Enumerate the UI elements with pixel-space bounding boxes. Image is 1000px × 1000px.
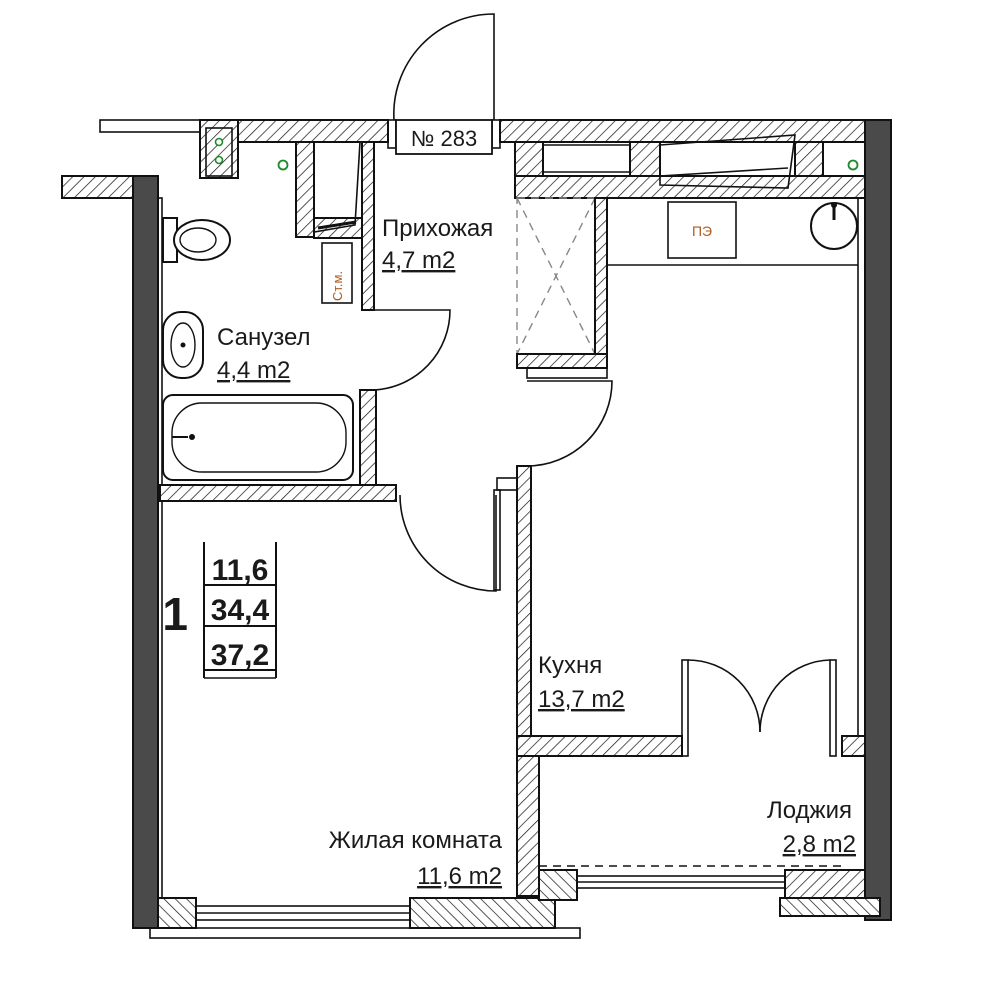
wall-bathroom-side [359,389,377,486]
loggia-area: 2,8 m2 [783,831,856,858]
living-area-value: 11,6 [212,554,269,587]
shaft-right [822,141,866,177]
parapet-top-left [99,119,201,133]
wall-loggia-top-right [841,735,866,757]
wall-hall-kitchen [594,197,608,367]
wall-left-inner-line [157,197,163,899]
wall-bottom-left [157,897,197,929]
electric-stove [667,201,737,259]
wall-right-inner-line [857,175,866,737]
area-summary: 11,6 34,4 37,2 [203,542,277,679]
toilet-icon [162,217,231,263]
loggia-door-swing-right [759,659,831,733]
wall-bottom-mid-2 [538,869,578,901]
living-door-leaf [493,489,501,591]
loggia-door-jamb-left [681,659,689,757]
wall-top-bath [237,119,389,143]
kitchen-door-swing [526,380,613,467]
loggia-label: Лоджия [767,797,852,824]
wall-living-kitchen [516,465,532,737]
wall-loggia-top [516,735,683,757]
kitchen-label: Кухня [538,652,602,679]
door-jamb [526,367,608,379]
wall-bottom-right-2 [779,897,881,917]
shaft-left [205,127,233,177]
wall-living-kitchen-jamb [496,477,518,491]
loggia-door-jamb-right [829,659,837,757]
living-room-area: 11,6 m2 [417,863,502,890]
wall-kitchen-bottom [514,175,866,199]
kitchen-top-window-left [542,144,631,173]
wall-bottom-mid [409,897,556,929]
bathroom-label: Санузел [217,324,311,351]
loggia-door-swing-left [687,659,761,733]
hallway-label: Прихожая [382,215,493,242]
storage-tag: Ст.м. [330,271,345,301]
riser-icon [847,159,859,171]
entrance-door-swing [393,13,495,121]
wall-top-kitchen [499,119,866,143]
riser-icon [277,159,289,171]
wall-bottom-right [784,869,866,901]
entrance-jamb-left [387,119,397,149]
wall-hall-left-top [295,141,315,238]
living-room-label: Жилая комната [329,827,503,854]
pipe-icon [214,137,224,147]
wall-right [864,119,892,921]
hallway-area: 4,7 m2 [382,247,455,274]
bathtub-icon [162,394,354,481]
wall-loggia-left [516,755,540,897]
kitchen-area: 13,7 m2 [538,686,625,713]
entrance-jamb-right [491,119,501,149]
wall-left [132,175,159,929]
living-window-sill [149,927,581,939]
apartment-number-box [395,119,493,155]
kitchen-top-window-right [659,134,796,189]
gross-area-value: 37,2 [211,639,269,672]
washbasin-icon [162,311,204,379]
apartment-number: № 283 [411,126,477,151]
pipe-icon [214,155,224,165]
total-area-value: 34,4 [211,594,270,627]
stove-tag: ПЭ [692,223,712,239]
wall-bathroom-bottom [159,484,397,502]
wall-hall-storage-side [361,141,375,311]
storage-closet [321,242,353,304]
closet-cabinet [313,141,361,233]
rooms-count: 1 [162,588,188,640]
wall-hall-kitchen-bottom [516,353,608,369]
bathroom-area: 4,4 m2 [217,357,290,384]
bathroom-door-swing [373,309,451,391]
living-door-swing [399,494,497,592]
